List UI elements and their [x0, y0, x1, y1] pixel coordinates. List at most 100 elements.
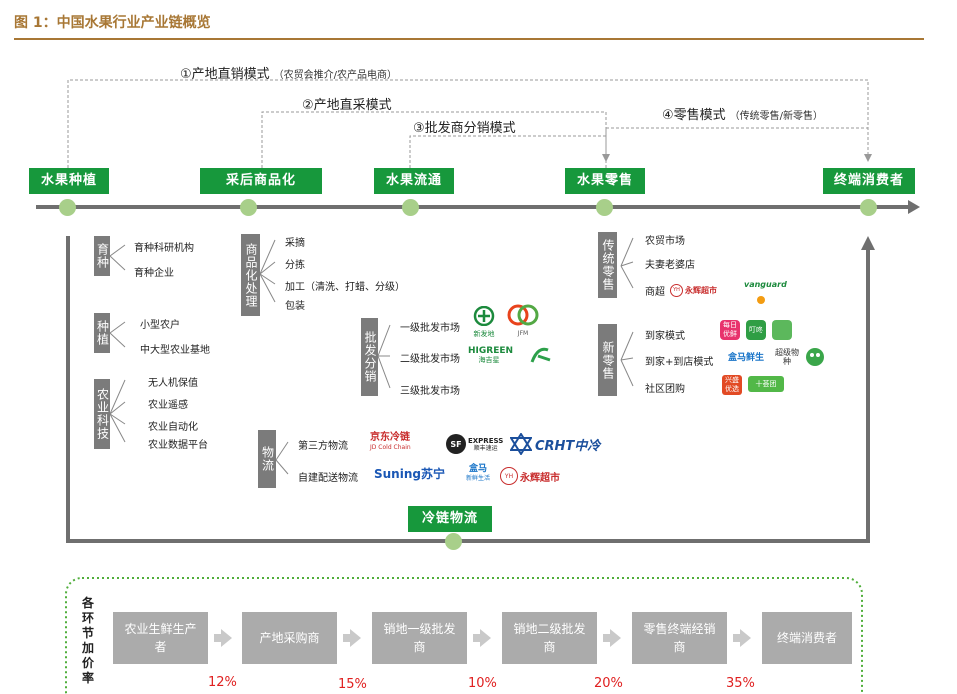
timeline-dot-post-harvest	[240, 199, 257, 216]
stage-retail: 水果零售	[565, 168, 645, 194]
va-step-producer: 农业生鲜生产者	[113, 612, 208, 664]
item-delivery-store: 到家+到店模式	[645, 357, 714, 368]
mode1-line	[67, 79, 872, 168]
item-drone: 无人机保值	[148, 378, 198, 389]
item-wholesale-3: 三级批发市场	[400, 386, 460, 397]
item-packaging: 包装	[285, 301, 305, 312]
va-rate-3: 10%	[468, 676, 497, 691]
mode3-label: ③批发商分销模式	[413, 121, 516, 136]
logo-wholesale-2	[518, 344, 562, 366]
value-added-label: 各环节加价率	[82, 596, 95, 685]
item-delivery: 到家模式	[645, 331, 685, 342]
stage-circulation: 水果流通	[374, 168, 454, 194]
box-wholesale: 批发分销	[361, 318, 378, 396]
logo-meiri: 每日优鲜	[720, 320, 740, 340]
logo-sf-express: SF EXPRESS 顺丰速运	[446, 432, 504, 456]
item-self-logistics: 自建配送物流	[298, 473, 358, 484]
cold-chain-dot	[445, 533, 462, 550]
va-arrow-2	[343, 629, 361, 647]
figure-title: 图 1：中国水果行业产业链概览	[14, 15, 211, 31]
va-step-consumer: 终端消费者	[762, 612, 852, 664]
item-wholesale-1: 一级批发市场	[400, 323, 460, 334]
va-rate-2: 15%	[338, 677, 367, 692]
main-timeline-arrowhead	[908, 200, 920, 214]
mode3-line	[409, 135, 606, 168]
item-data-platform: 农业数据平台	[148, 440, 208, 451]
va-arrow-1	[214, 629, 232, 647]
logo-shihui: 十荟团	[748, 376, 784, 392]
item-community-group: 社区团购	[645, 384, 685, 395]
logo-vanguard: vanguard	[744, 280, 787, 304]
box-commercialization: 商品化处理	[241, 234, 260, 316]
cold-chain-loop	[66, 236, 870, 543]
item-farmers-market: 农贸市场	[645, 236, 685, 247]
va-rate-4: 20%	[594, 676, 623, 691]
item-third-party-logistics: 第三方物流	[298, 441, 348, 452]
mode1-label: ①产地直销模式（农贸会推介/农产品电商）	[180, 67, 398, 82]
logo-jd-cold-chain: 京东冷链 JD Cold Chain	[370, 432, 411, 451]
va-rate-5: 35%	[726, 676, 755, 691]
box-growing: 种植	[94, 313, 110, 353]
mode2-label: ②产地直采模式	[302, 98, 392, 113]
stage-planting: 水果种植	[29, 168, 109, 194]
item-sorting: 分拣	[285, 260, 305, 271]
logo-community	[772, 320, 792, 340]
logo-super-species: 超级物种	[775, 348, 799, 366]
value-chain-frame	[65, 577, 863, 694]
box-new-retail: 新零售	[598, 324, 617, 396]
va-step-origin-buyer: 产地采购商	[242, 612, 337, 664]
item-mom-pop-store: 夫妻老婆店	[645, 260, 695, 271]
item-remote-sensing: 农业遥感	[148, 400, 188, 411]
logo-hema: 盒马 新鲜生活	[465, 464, 490, 482]
logo-yonghui-1: YH 永辉超市	[500, 466, 568, 486]
logo-xinfadi: 新发地	[468, 305, 500, 338]
va-step-wholesale-2: 销地二级批发商	[502, 612, 597, 664]
box-traditional-retail: 传统零售	[598, 232, 617, 298]
va-rate-1: 12%	[208, 675, 237, 690]
jfm-icon	[507, 304, 539, 326]
star-of-david-icon	[510, 433, 532, 455]
mode4-label: ④零售模式（传统零售/新零售）	[662, 108, 824, 123]
va-step-wholesale-1: 销地一级批发商	[372, 612, 467, 664]
item-supermarket: 商超	[645, 287, 665, 298]
logo-jfm: JFM	[505, 304, 541, 337]
logo-yonghui-2: YH 永辉超市	[670, 283, 740, 297]
sf-icon: SF	[446, 434, 466, 454]
box-logistics: 物流	[258, 430, 276, 488]
box-agritech: 农业科技	[94, 379, 110, 449]
yonghui-icon: YH	[500, 467, 518, 485]
timeline-dot-consumer	[860, 199, 877, 216]
logo-dingdong: 叮咚	[746, 320, 766, 340]
item-wholesale-2: 二级批发市场	[400, 354, 460, 365]
va-step-retailer: 零售终端经销商	[632, 612, 727, 664]
logo-hema-fresh: 盒马鲜生	[727, 353, 764, 363]
vanguard-flower-icon	[757, 296, 765, 304]
stage-cold-chain: 冷链物流	[408, 506, 492, 532]
item-processing: 加工（清洗、打蜡、分级）	[285, 282, 405, 293]
logo-crht: CRHT中冷	[510, 433, 610, 455]
item-picking: 采摘	[285, 238, 305, 249]
item-large-base: 中大型农业基地	[140, 345, 210, 356]
logo-suning: Suning苏宁	[374, 467, 445, 481]
item-automation: 农业自动化	[148, 422, 198, 433]
va-arrow-3	[473, 629, 491, 647]
runner-icon	[530, 347, 551, 363]
item-breeding-company: 育种企业	[134, 268, 174, 279]
timeline-dot-retail	[596, 199, 613, 216]
timeline-dot-planting	[59, 199, 76, 216]
va-arrow-5	[733, 629, 751, 647]
logo-mascot	[804, 345, 826, 367]
logo-xingsheng: 兴盛优选	[722, 375, 742, 395]
logo-higreen: HIGREEN 海吉星	[468, 346, 514, 364]
item-small-farmer: 小型农户	[140, 320, 180, 331]
title-rule	[14, 38, 924, 40]
box-breeding: 育种	[94, 236, 110, 276]
timeline-dot-circulation	[402, 199, 419, 216]
stage-consumer: 终端消费者	[823, 168, 915, 194]
cold-chain-arrowhead	[861, 236, 875, 250]
mascot-icon	[806, 348, 824, 366]
stage-post-harvest: 采后商品化	[200, 168, 322, 194]
mode4-line	[605, 127, 868, 168]
va-arrow-4	[603, 629, 621, 647]
